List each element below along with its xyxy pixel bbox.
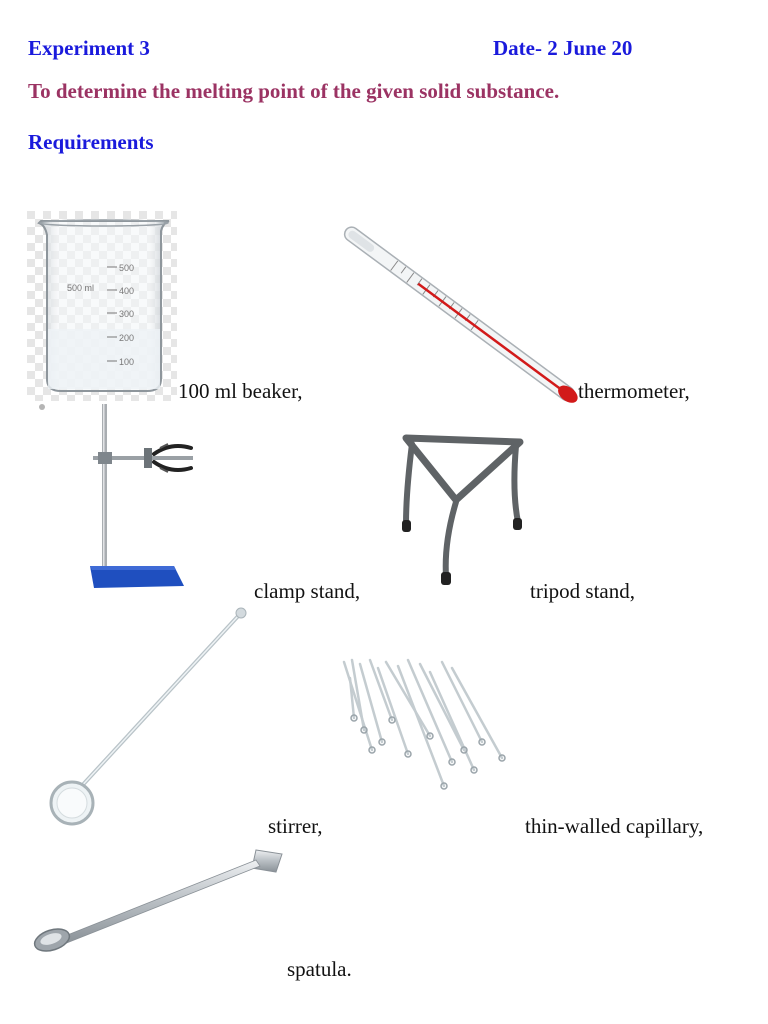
experiment-date: Date- 2 June 20 xyxy=(493,36,633,60)
item-label-clamp-stand: clamp stand, xyxy=(254,579,361,603)
item-label-tripod-stand: tripod stand, xyxy=(530,579,635,603)
experiment-aim: To determine the melting point of the gi… xyxy=(28,79,560,103)
beaker-capacity: 500 ml xyxy=(67,283,94,293)
stirrer-icon xyxy=(49,607,247,826)
tripod-stand-icon xyxy=(402,434,524,585)
beaker-mark-300: 300 xyxy=(119,309,134,319)
beaker-icon: 500 400 300 200 100 500 ml xyxy=(27,211,177,401)
requirements-heading: Requirements xyxy=(28,130,154,154)
clamp-stand-icon xyxy=(39,404,193,588)
experiment-title: Experiment 3 xyxy=(28,36,150,60)
item-label-thermometer: thermometer, xyxy=(578,379,690,403)
item-label-stirrer: stirrer, xyxy=(268,814,323,838)
item-label-capillary: thin-walled capillary, xyxy=(525,814,704,838)
capillary-tubes-icon xyxy=(342,658,506,790)
beaker-mark-100: 100 xyxy=(119,357,134,367)
beaker-mark-200: 200 xyxy=(119,333,134,343)
item-label-beaker: 100 ml beaker, xyxy=(178,379,303,403)
item-label-spatula: spatula. xyxy=(287,957,352,981)
beaker-mark-400: 400 xyxy=(119,286,134,296)
spatula-icon xyxy=(33,849,283,952)
thermometer-icon xyxy=(343,226,578,403)
beaker-mark-500: 500 xyxy=(119,263,134,273)
